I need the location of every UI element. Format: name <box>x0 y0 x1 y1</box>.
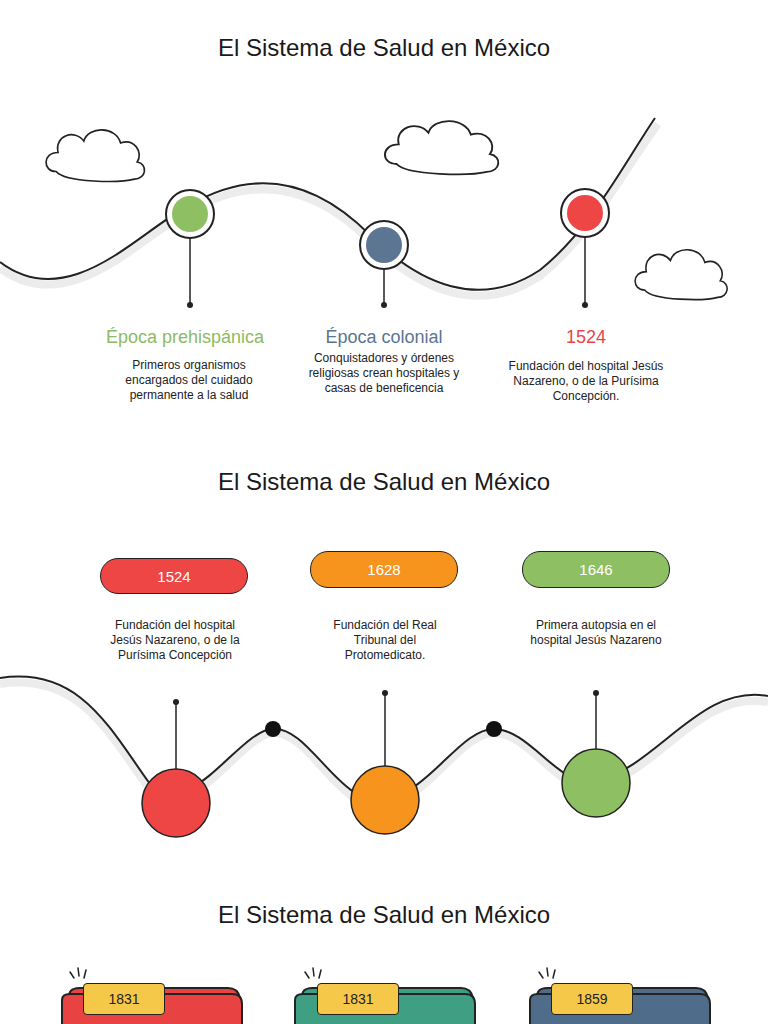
clouds <box>46 121 727 299</box>
era-description: Primeros organismos encargados del cuida… <box>107 358 272 403</box>
year-text: 1831 <box>342 991 373 1007</box>
year-tab: 1831 <box>317 983 399 1015</box>
sparkle-marks <box>70 968 555 978</box>
year-text: 1628 <box>367 561 400 578</box>
year-text: 1859 <box>576 991 607 1007</box>
era-heading: Época colonial <box>284 326 484 348</box>
wave-dots <box>265 721 502 737</box>
year-text: 1646 <box>579 561 612 578</box>
year-pill: 1646 <box>522 551 670 588</box>
leader-dots <box>187 302 588 308</box>
year-text: 1831 <box>108 991 139 1007</box>
wave-line <box>0 118 655 290</box>
event-description: Fundación del hospital Jesús Nazareno, o… <box>105 618 245 663</box>
year-heading: 1524 <box>526 326 646 348</box>
timeline-circles <box>142 749 630 837</box>
section-title: El Sistema de Salud en México <box>104 900 664 930</box>
year-tab: 1859 <box>551 983 633 1015</box>
era-description: Conquistadores y órdenes religiosas crea… <box>304 351 464 396</box>
wave-shadow <box>0 124 658 296</box>
event-description: Fundación del Real Tribunal del Protomed… <box>315 618 455 663</box>
leader-dots <box>173 690 599 705</box>
year-text: 1524 <box>157 568 190 585</box>
year-pill: 1524 <box>100 558 248 594</box>
timeline-markers <box>166 189 609 269</box>
era-heading: Época prehispánica <box>85 326 285 348</box>
event-description: Primera autopsia en el hospital Jesús Na… <box>521 618 671 648</box>
leader-lines <box>176 693 596 769</box>
year-pill: 1628 <box>310 551 458 588</box>
section-title: El Sistema de Salud en México <box>104 467 664 497</box>
year-tab: 1831 <box>83 983 165 1015</box>
section-title: El Sistema de Salud en México <box>104 33 664 63</box>
event-description: Fundación del hospital Jesús Nazareno, o… <box>504 359 669 404</box>
